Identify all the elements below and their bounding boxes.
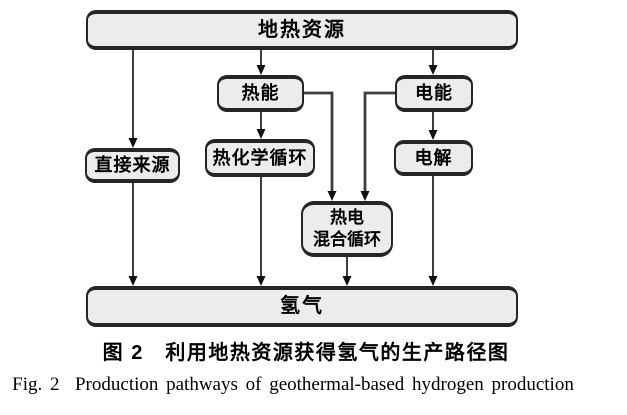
figure-caption-english: Fig. 2 Production pathways of geothermal… xyxy=(12,374,574,395)
node-label: 电解 xyxy=(414,147,453,168)
node-electrolysis: 电解 xyxy=(394,140,473,176)
connector-electric-to-electrolysis xyxy=(428,111,438,140)
node-label: 氢气 xyxy=(280,295,324,317)
node-geothermal-resources: 地热资源 xyxy=(86,10,518,50)
connector-thermal-to-thermochemical xyxy=(256,111,266,139)
connector-geothermal-to-direct xyxy=(128,49,138,148)
node-thermochemical-cycle: 热化学循环 xyxy=(205,139,315,177)
connector-electrolysis-to-hydrogen xyxy=(428,175,438,286)
connector-direct-to-hydrogen xyxy=(128,182,138,286)
connector-electric-to-hybrid xyxy=(360,91,395,201)
node-label-line1: 热电 xyxy=(330,208,364,227)
node-electric-energy: 电能 xyxy=(395,75,473,112)
arrowhead-down-icon xyxy=(128,276,138,286)
arrowhead-down-icon xyxy=(256,276,266,286)
node-direct-source: 直接来源 xyxy=(85,148,180,183)
arrowhead-down-icon xyxy=(360,191,370,201)
node-label: 电能 xyxy=(415,83,453,104)
connector-geothermal-to-electric xyxy=(428,49,438,75)
connector-thermochemical-to-hydrogen xyxy=(256,176,266,286)
arrowhead-down-icon xyxy=(428,130,438,140)
arrowhead-down-icon xyxy=(256,129,266,139)
node-label: 热化学循环 xyxy=(212,147,308,168)
connector-hybrid-to-hydrogen xyxy=(342,257,352,286)
arrowhead-down-icon xyxy=(128,138,138,148)
figure-caption-chinese: 图 2 利用地热资源获得氢气的生产路径图 xyxy=(102,342,510,364)
arrowhead-down-icon xyxy=(327,191,337,201)
arrowhead-down-icon xyxy=(256,65,266,75)
node-label: 地热资源 xyxy=(258,18,346,41)
arrowhead-down-icon xyxy=(428,65,438,75)
arrowhead-down-icon xyxy=(428,276,438,286)
node-thermal-energy: 热能 xyxy=(217,75,304,112)
node-label-line2: 混合循环 xyxy=(313,230,381,249)
connector-geothermal-to-thermal xyxy=(256,49,266,75)
node-label: 热能 xyxy=(241,83,280,104)
connector-thermal-to-hybrid xyxy=(304,91,337,201)
arrowhead-down-icon xyxy=(342,276,352,286)
node-thermal-electric-hybrid-cycle: 热电 混合循环 xyxy=(301,201,393,257)
node-hydrogen: 氢气 xyxy=(86,286,518,327)
node-label: 直接来源 xyxy=(94,155,171,176)
